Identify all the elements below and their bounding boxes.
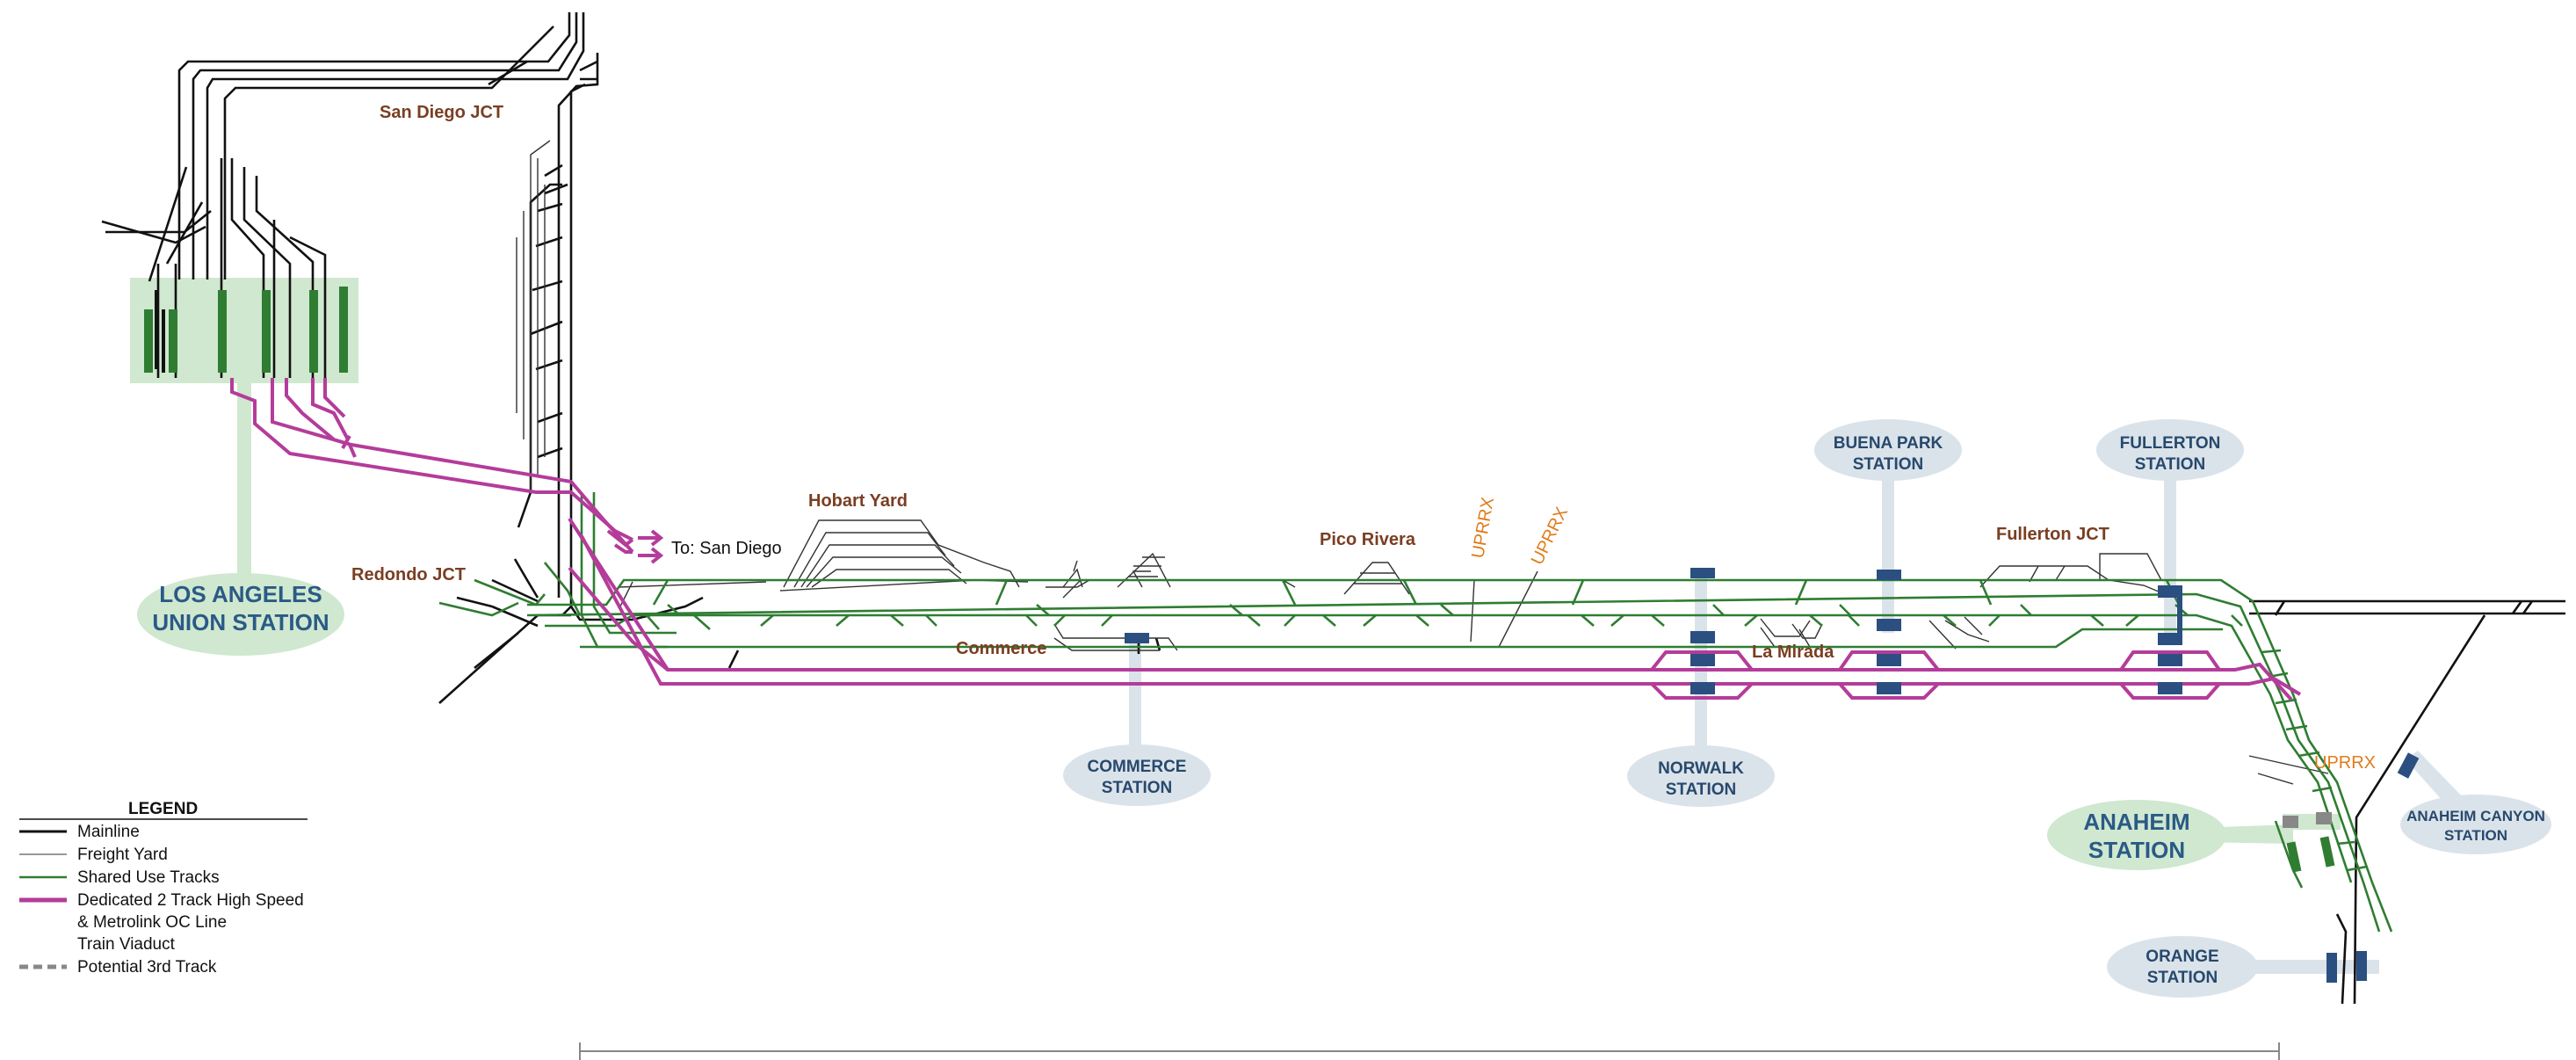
to-san-diego-arrow-1 bbox=[638, 529, 664, 547]
norwalk-platform-4 bbox=[1690, 682, 1715, 694]
commerce-halo bbox=[1063, 744, 1211, 806]
lax-halo bbox=[137, 573, 344, 656]
fullerton-connector bbox=[2177, 592, 2182, 640]
uprrx-label-1: UPRRX bbox=[1468, 496, 1498, 560]
anaheim-canyon-halo bbox=[2400, 795, 2551, 854]
lax-platforms bbox=[144, 287, 348, 373]
platforms bbox=[144, 287, 2420, 983]
to-san-diego-arrow-2 bbox=[638, 547, 664, 564]
commerce-label: Commerce bbox=[956, 639, 1046, 658]
buena-park-platform-2 bbox=[1877, 619, 1901, 631]
buena-park-halo bbox=[1814, 419, 1962, 481]
orange-platform-2 bbox=[2356, 951, 2367, 981]
fullerton-platform-3 bbox=[2158, 654, 2182, 666]
redondo-jct-label: Redondo JCT bbox=[351, 565, 466, 584]
buena-park-platform-1 bbox=[1877, 570, 1901, 580]
legend: LEGEND Mainline Freight Yard Shared Use … bbox=[19, 800, 308, 977]
anaheim-halo bbox=[2047, 800, 2226, 870]
uprrx-label-2: UPRRX bbox=[1528, 505, 1572, 569]
san-diego-jct-label: San Diego JCT bbox=[380, 103, 503, 122]
legend-third-track: Potential 3rd Track bbox=[77, 958, 217, 977]
buena-park-platform-4 bbox=[1877, 682, 1901, 694]
legend-shared-use: Shared Use Tracks bbox=[77, 868, 220, 887]
legend-dedicated: Dedicated 2 Track High Speed bbox=[77, 891, 304, 910]
fullerton-platform-2 bbox=[2158, 633, 2182, 645]
anaheim-canyon-leader bbox=[2406, 751, 2465, 810]
anaheim-platforms bbox=[2283, 812, 2335, 873]
norwalk-platform-3 bbox=[1690, 654, 1715, 666]
legend-train-viaduct: Train Viaduct bbox=[77, 935, 176, 954]
commerce-platform bbox=[1125, 633, 1149, 643]
fullerton-jct-label: Fullerton JCT bbox=[1996, 525, 2109, 544]
buena-park-leader bbox=[1882, 475, 1894, 633]
buena-park-platform-3 bbox=[1877, 654, 1901, 666]
legend-dedicated-cont: & Metrolink OC Line bbox=[77, 913, 227, 932]
legend-mainline: Mainline bbox=[77, 823, 140, 841]
freight-yard-tracks bbox=[516, 140, 2329, 785]
shared-use-tracks bbox=[438, 492, 2393, 933]
legend-freight-yard: Freight Yard bbox=[77, 846, 168, 864]
lax-leader bbox=[237, 378, 251, 585]
scale-bar bbox=[579, 1042, 2280, 1060]
fullerton-halo bbox=[2096, 419, 2244, 481]
uprrx-label-3: UPRRX bbox=[2314, 753, 2376, 773]
legend-title: LEGEND bbox=[128, 800, 198, 818]
norwalk-platform-2 bbox=[1690, 631, 1715, 643]
orange-platform-1 bbox=[2326, 953, 2337, 983]
orange-halo bbox=[2107, 936, 2258, 998]
hobart-yard-label: Hobart Yard bbox=[808, 491, 908, 511]
fullerton-leader bbox=[2164, 475, 2176, 633]
commerce-leader bbox=[1129, 638, 1141, 749]
lax-platform-area bbox=[130, 278, 358, 383]
dedicated-hsr-tracks bbox=[230, 378, 2302, 701]
norwalk-platform-1 bbox=[1690, 568, 1715, 578]
to-san-diego-label: To: San Diego bbox=[671, 539, 782, 558]
orange-leader bbox=[2249, 960, 2379, 974]
fullerton-platform-4 bbox=[2158, 682, 2182, 694]
norwalk-halo bbox=[1627, 745, 1775, 807]
pico-rivera-label: Pico Rivera bbox=[1320, 530, 1416, 549]
station-halos bbox=[130, 278, 2551, 998]
fullerton-platform-1 bbox=[2158, 585, 2182, 598]
la-mirada-label: La Mirada bbox=[1752, 643, 1834, 662]
anaheim-canyon-platform bbox=[2397, 752, 2420, 779]
route-platforms bbox=[1125, 568, 2420, 983]
